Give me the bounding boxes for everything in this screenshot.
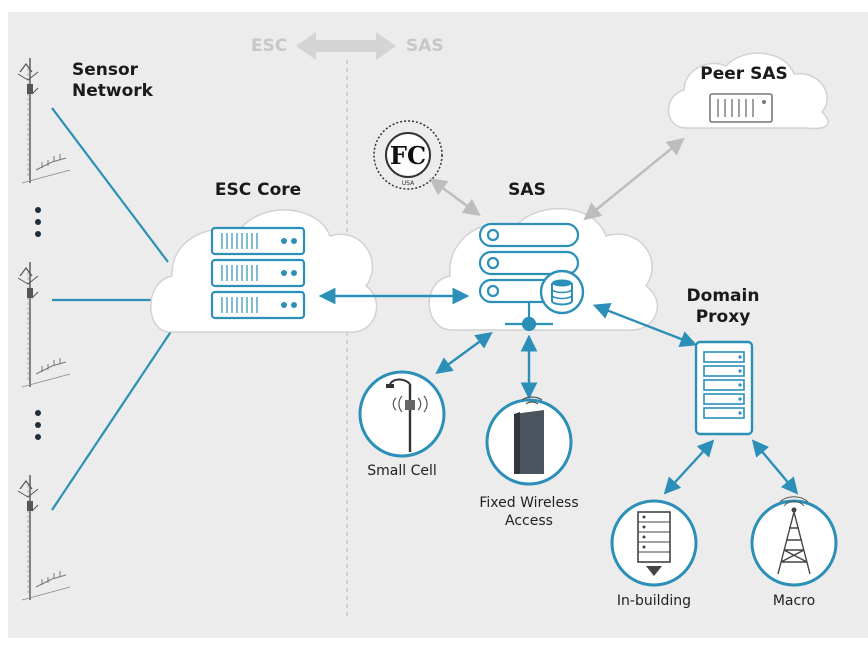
domain-proxy-server-icon	[694, 340, 754, 436]
esc-core-label: ESC Core	[214, 180, 302, 200]
domain-proxy-label: Domain Proxy	[687, 286, 760, 328]
fixed-wireless-line1: Fixed Wireless	[479, 495, 579, 511]
domain-proxy-line1: Domain	[686, 286, 760, 306]
peer-sas-server-icon	[709, 93, 773, 123]
fcc-logo-country: USA	[401, 180, 415, 187]
sensor-links	[51, 107, 173, 511]
sas-label: SAS	[508, 180, 546, 200]
server-icon	[210, 226, 306, 320]
sensor-network-line2: Network	[72, 81, 153, 101]
fixed-wireless-line2: Access	[505, 513, 553, 529]
in-building-label: In-building	[616, 593, 692, 609]
building-icon	[610, 499, 698, 587]
domain-proxy-line2: Proxy	[695, 307, 751, 327]
fcc-logo	[373, 120, 443, 190]
sensor-tower-icon	[17, 261, 71, 388]
wireless-router-icon	[485, 396, 573, 486]
sas-fcc-arrow	[429, 177, 481, 217]
header-sas-label: SAS	[406, 36, 444, 56]
sensor-network-label: Sensor Network	[72, 60, 153, 102]
streetlight-icon	[358, 370, 446, 458]
sas-domain-proxy-arrow	[592, 303, 698, 347]
fixed-wireless-label: Fixed Wireless Access	[479, 494, 578, 530]
peer-sas-cloud	[667, 52, 829, 130]
proxy-in-building-arrow	[663, 439, 715, 495]
macro-label: Macro	[772, 593, 816, 609]
proxy-macro-arrow	[751, 439, 799, 495]
peer-sas-label: Peer SAS	[700, 64, 788, 84]
sas-peer-arrow	[583, 137, 685, 221]
macro-tower-icon	[750, 496, 838, 587]
database-icon	[539, 269, 585, 315]
small-cell-label: Small Cell	[367, 463, 437, 479]
fcc-logo-mark: FC	[389, 141, 427, 170]
sensor-network-line1: Sensor	[72, 60, 139, 80]
esc-sas-header-arrow	[296, 32, 396, 60]
header-esc-label: ESC	[251, 36, 288, 56]
sas-small-cell-arrow	[435, 332, 493, 374]
more-sensors-dots	[35, 207, 41, 440]
